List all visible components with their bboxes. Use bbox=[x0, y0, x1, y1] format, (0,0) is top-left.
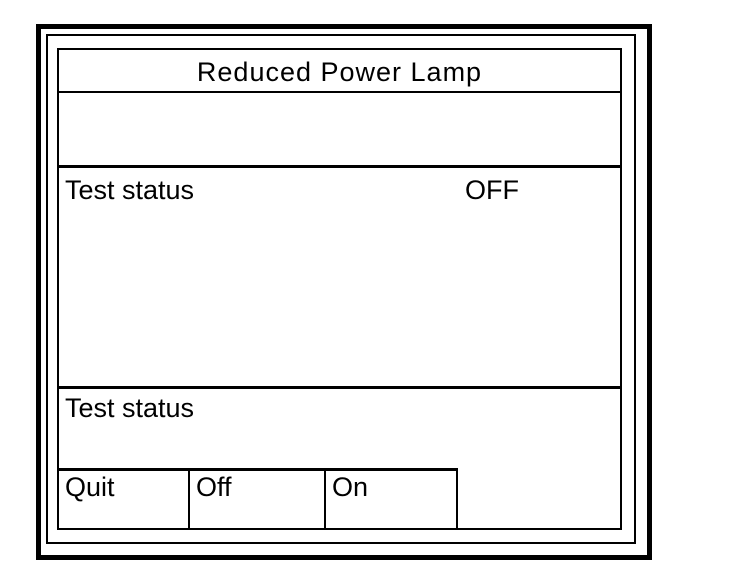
test-status-row: Test status OFF bbox=[59, 168, 620, 389]
test-status-value: OFF bbox=[465, 175, 519, 205]
test-status-message-label: Test status bbox=[65, 393, 195, 423]
reduced-power-lamp-panel: Reduced Power Lamp Test status OFF Test … bbox=[57, 48, 622, 530]
test-status-label: Test status bbox=[65, 175, 195, 205]
middle-frame: Reduced Power Lamp Test status OFF Test … bbox=[46, 34, 636, 544]
empty-row bbox=[59, 93, 620, 168]
panel-title: Reduced Power Lamp bbox=[59, 50, 620, 93]
off-button[interactable]: Off bbox=[188, 471, 324, 528]
quit-button[interactable]: Quit bbox=[65, 472, 115, 502]
test-status-message-row: Test status bbox=[59, 389, 620, 528]
softkey-bar: Quit Off On bbox=[59, 468, 458, 528]
outer-frame: Reduced Power Lamp Test status OFF Test … bbox=[36, 24, 652, 560]
on-button[interactable]: On bbox=[324, 471, 456, 528]
